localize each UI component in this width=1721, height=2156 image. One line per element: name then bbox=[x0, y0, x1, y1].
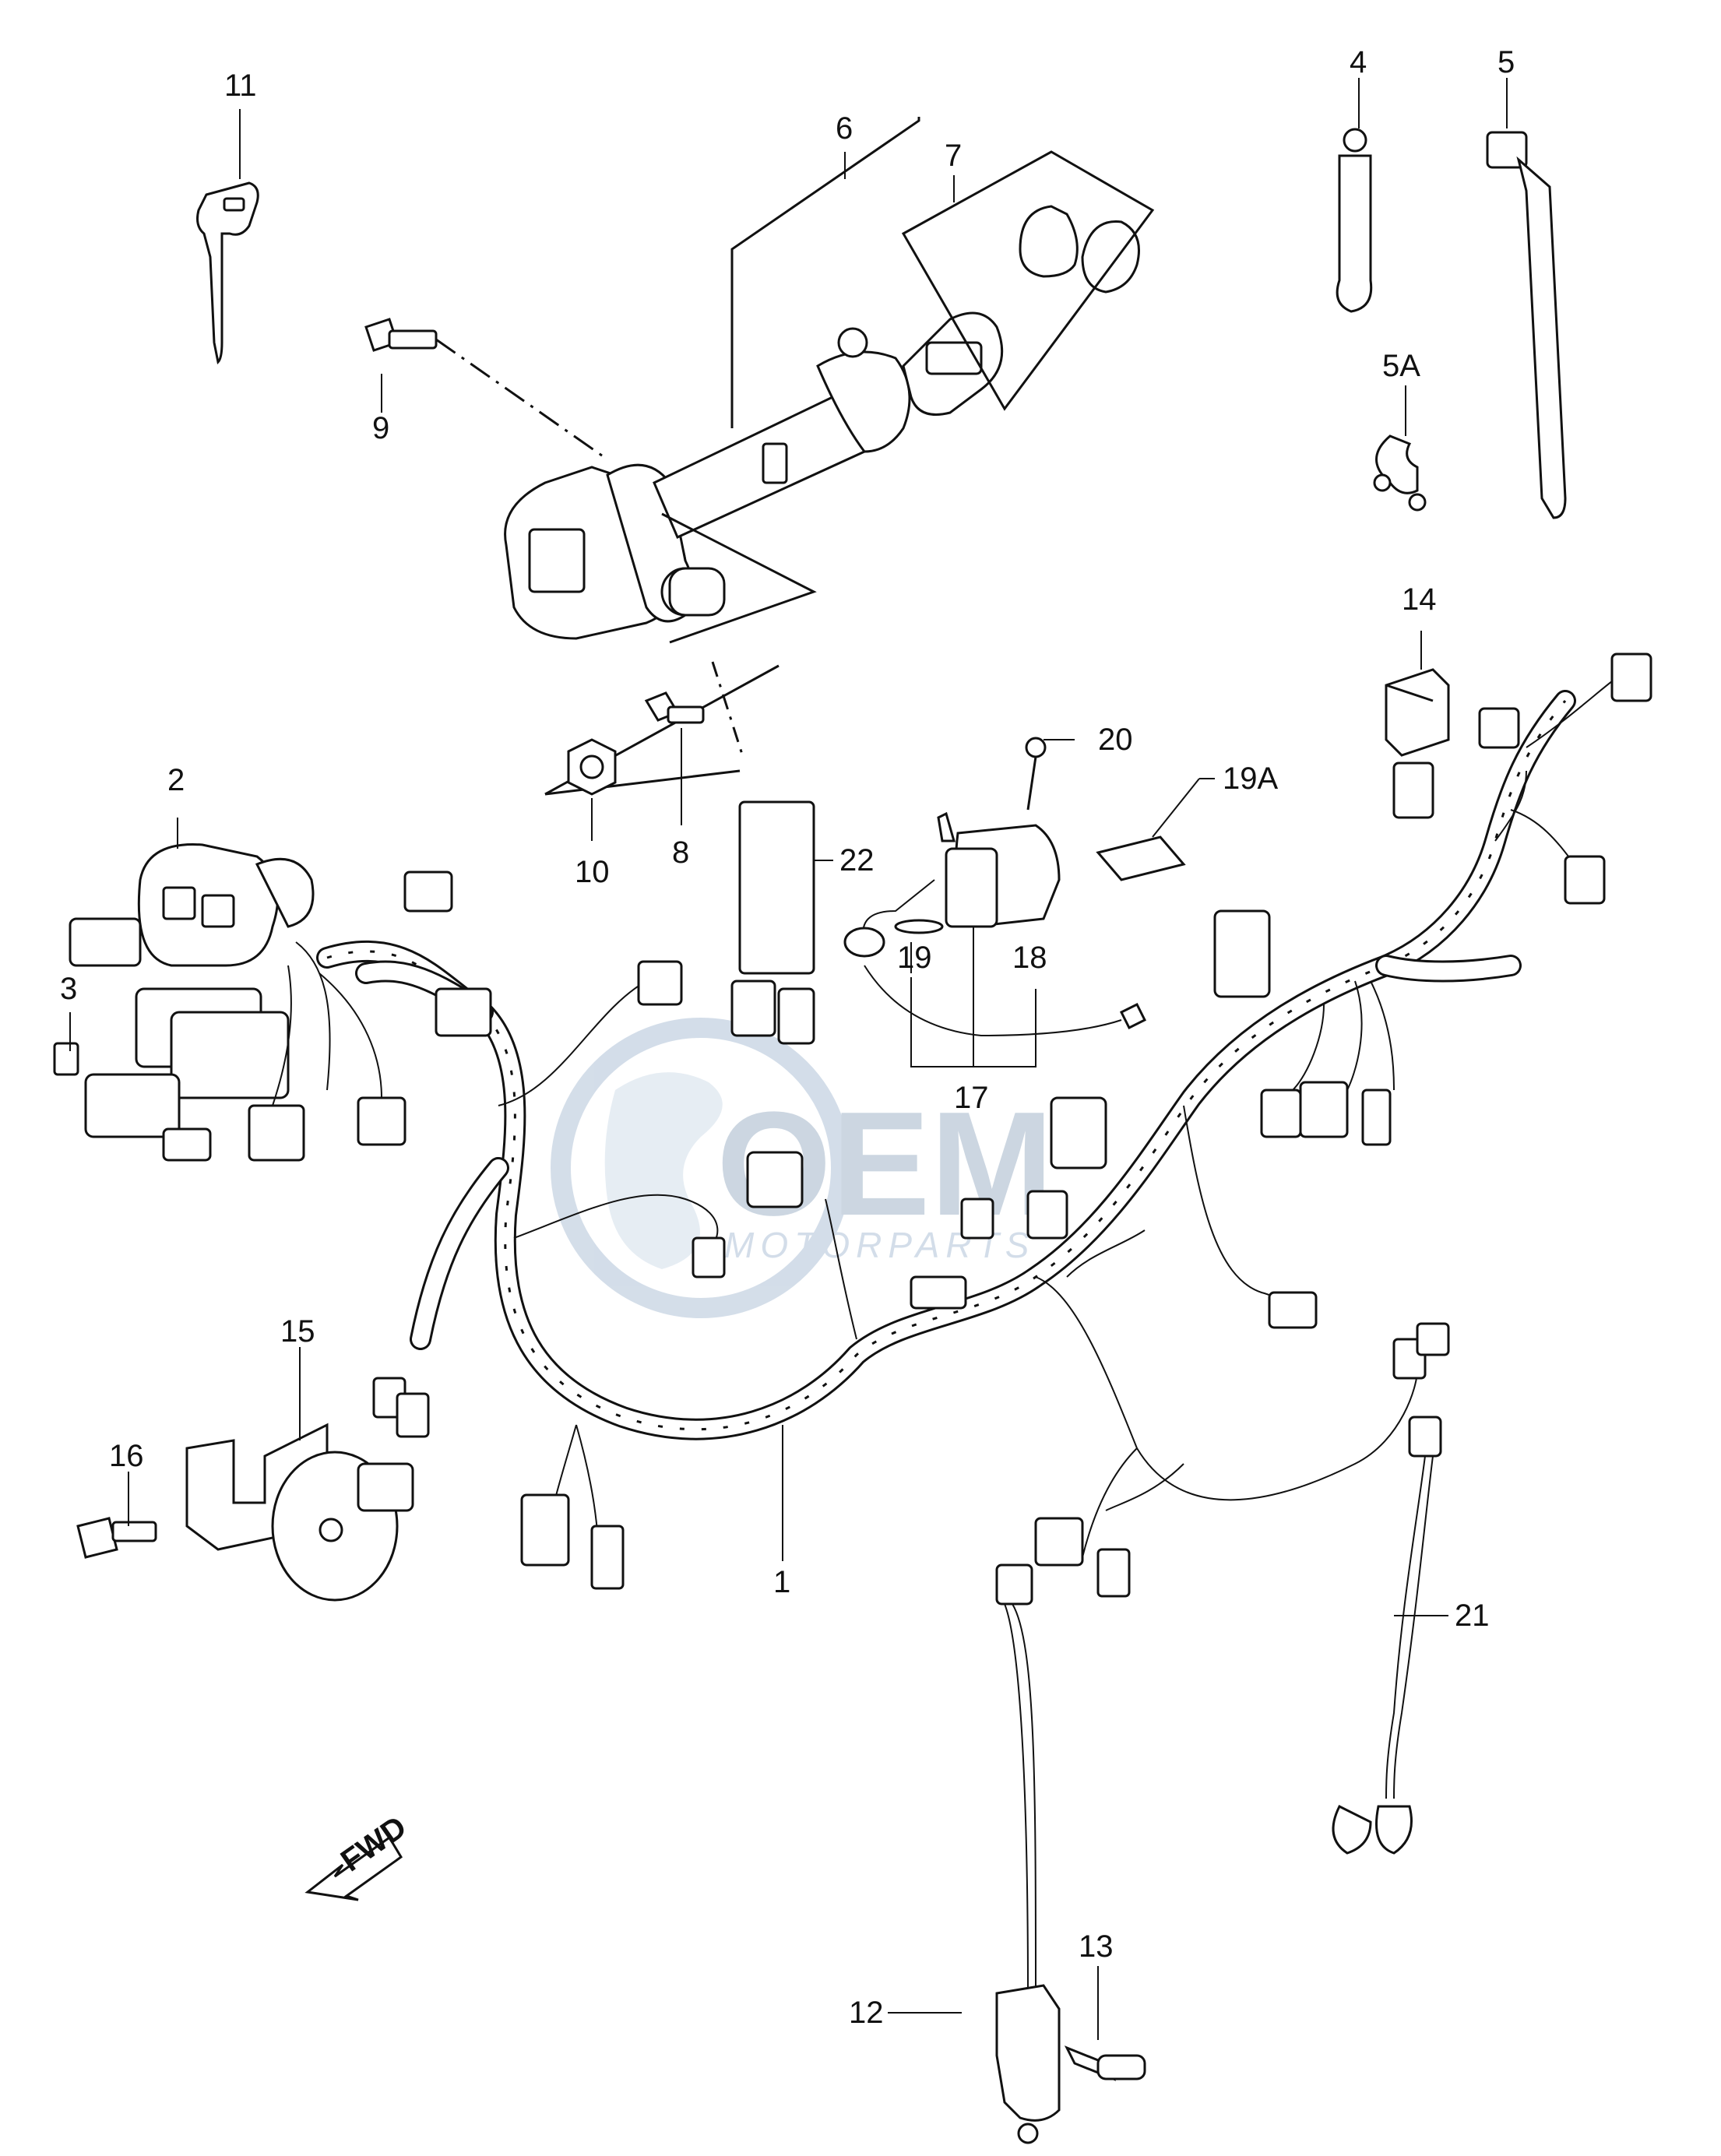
horn-15 bbox=[185, 1423, 414, 1602]
relay-14 bbox=[1385, 668, 1450, 757]
callout-18: 18 bbox=[1012, 941, 1047, 975]
watermark-globe bbox=[551, 1018, 851, 1318]
switch-cover-set bbox=[902, 205, 1140, 416]
callout-19: 19 bbox=[897, 941, 932, 975]
cable-tie-5 bbox=[1486, 131, 1567, 519]
harness-connectors bbox=[372, 652, 1652, 1598]
callout-17: 17 bbox=[954, 1081, 989, 1115]
callout-14: 14 bbox=[1402, 582, 1437, 617]
side-stand-switch-12 bbox=[995, 1563, 1061, 2144]
callout-10: 10 bbox=[575, 855, 610, 889]
callout-3: 3 bbox=[60, 972, 77, 1006]
fuse-box-assembly bbox=[730, 737, 1186, 1045]
callout-20: 20 bbox=[1098, 723, 1133, 757]
callout-16: 16 bbox=[109, 1439, 144, 1473]
callout-labels: 11 6 7 9 4 5 5A 10 8 2 3 14 20 19A 22 19… bbox=[60, 45, 1515, 2030]
callout-5a: 5A bbox=[1382, 349, 1420, 383]
key bbox=[196, 181, 259, 365]
ground-strap-4 bbox=[1336, 128, 1373, 313]
callout-21: 21 bbox=[1455, 1599, 1490, 1633]
callout-11: 11 bbox=[224, 69, 257, 103]
watermark: OEM MOTORPARTS bbox=[551, 1018, 1054, 1318]
left-connector-cluster bbox=[53, 843, 406, 1162]
bolt-9 bbox=[364, 318, 608, 461]
bolt-13 bbox=[1064, 2045, 1146, 2081]
bolt-8 bbox=[644, 691, 705, 724]
clamp-5a bbox=[1373, 434, 1427, 512]
callout-8: 8 bbox=[672, 835, 689, 870]
bolt-16 bbox=[76, 1517, 157, 1559]
callout-13: 13 bbox=[1079, 1929, 1114, 1964]
leader-lines bbox=[69, 78, 1508, 2040]
callout-2: 2 bbox=[167, 763, 185, 797]
callout-9: 9 bbox=[372, 411, 389, 445]
callout-7: 7 bbox=[945, 139, 962, 173]
callout-1: 1 bbox=[773, 1565, 790, 1599]
callout-4: 4 bbox=[1350, 45, 1367, 79]
callout-15: 15 bbox=[280, 1314, 315, 1349]
fwd-arrow: FWD bbox=[304, 1810, 413, 1901]
watermark-globe-continents bbox=[604, 1072, 723, 1269]
nut-10 bbox=[567, 738, 617, 796]
callout-22: 22 bbox=[839, 843, 875, 878]
lead-wire-21 bbox=[1332, 1416, 1442, 1855]
callout-12: 12 bbox=[849, 1996, 884, 2030]
bracket-lines bbox=[544, 117, 1155, 796]
callout-6: 6 bbox=[836, 111, 853, 146]
ignition-switch bbox=[504, 327, 911, 640]
callout-19a: 19A bbox=[1223, 761, 1278, 796]
callout-5: 5 bbox=[1498, 45, 1515, 79]
